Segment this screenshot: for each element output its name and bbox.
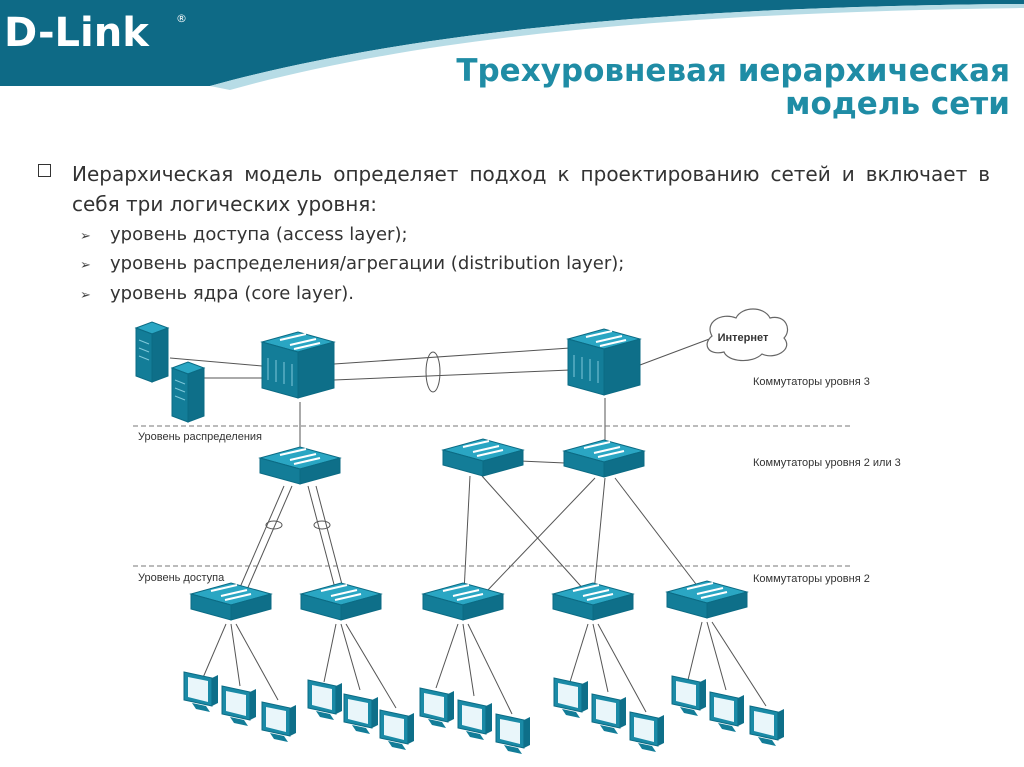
tier-label-level3: Коммутаторы уровня 3: [753, 376, 870, 388]
layer-item-text: уровень ядра (core layer).: [110, 283, 354, 304]
layer-item-text: уровень доступа (access layer);: [110, 224, 408, 245]
access-layer-label: Уровень доступа: [138, 572, 225, 584]
svg-text:Интернет: Интернет: [718, 332, 769, 344]
layer-item-core: ➢ уровень ядра (core layer).: [80, 283, 354, 304]
tier-label-level2: Коммутаторы уровня 2: [753, 573, 870, 585]
slide-title-line2: модель сети: [785, 86, 1010, 122]
arrow-bullet-icon: ➢: [80, 258, 91, 273]
registered-mark: ®: [176, 12, 187, 25]
dlink-logo: D-Link: [4, 10, 149, 56]
arrow-bullet-icon: ➢: [80, 288, 91, 303]
layer-item-distribution: ➢ уровень распределения/агрегации (distri…: [80, 253, 624, 274]
layer-item-access: ➢ уровень доступа (access layer);: [80, 224, 408, 245]
intro-paragraph: Иерархическая модель определяет подход к…: [72, 162, 990, 216]
network-diagram: Интернет Уровень распределения Уровень д…: [133, 308, 901, 755]
layer-item-text: уровень распределения/агрегации (distrib…: [110, 253, 625, 274]
arrow-bullet-icon: ➢: [80, 229, 91, 244]
distribution-layer-label: Уровень распределения: [138, 431, 262, 443]
slide-title-line1: Трехуровневая иерархическая: [456, 53, 1010, 89]
tier-label-level2or3: Коммутаторы уровня 2 или 3: [753, 457, 901, 469]
checkbox-bullet-icon: [38, 164, 51, 177]
header-banner: [0, 0, 1024, 90]
